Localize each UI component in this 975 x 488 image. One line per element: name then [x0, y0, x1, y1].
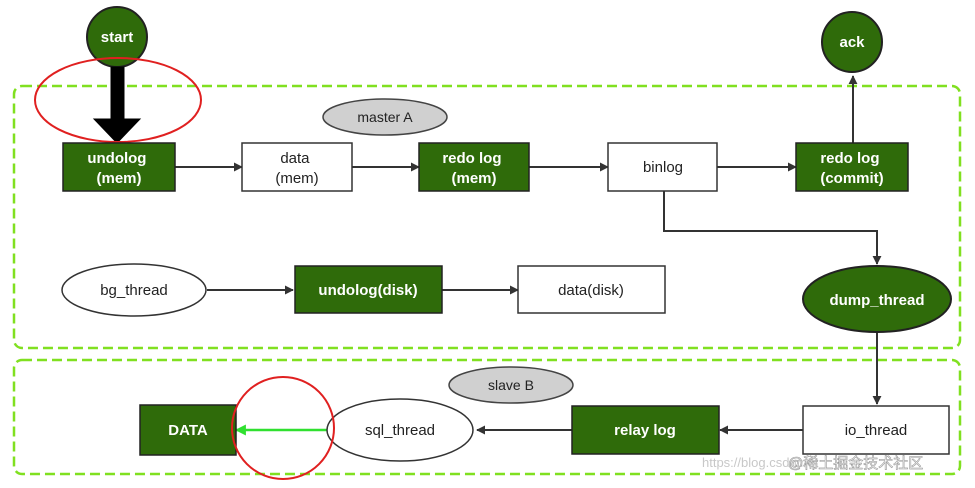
highlight-circle-start — [34, 57, 202, 143]
slave-label-oval — [448, 366, 574, 404]
undolog-mem-box — [62, 142, 176, 192]
master-label: master A — [357, 109, 413, 125]
master-region — [12, 84, 962, 350]
ack-label: ack — [839, 34, 865, 51]
master-label-oval — [322, 98, 448, 136]
watermark-url: https://blog.csdn.net — [702, 455, 819, 470]
undolog-disk-label: undolog(disk) — [318, 282, 417, 299]
data-box — [139, 404, 237, 456]
redo-commit-label: redo log (commit) — [820, 150, 883, 187]
data-disk-box — [517, 265, 666, 314]
undolog-disk-box — [294, 265, 443, 314]
binlog-label: binlog — [643, 159, 683, 176]
start-label: start — [101, 29, 134, 46]
ack-node — [821, 11, 883, 73]
undolog-mem-label: undolog (mem) — [87, 150, 150, 187]
redo-commit-box — [795, 142, 909, 192]
data-mem-box — [241, 142, 353, 192]
binlog-box — [607, 142, 718, 192]
highlight-circle-data — [231, 376, 335, 480]
start-thick-arrow — [92, 66, 142, 144]
bg-thread-label: bg_thread — [100, 282, 168, 299]
relay-log-label: relay log — [614, 422, 676, 439]
relay-log-box — [571, 405, 720, 455]
data-label: DATA — [168, 422, 208, 439]
dump-thread-label: dump_thread — [829, 292, 924, 309]
dump-thread-node — [802, 265, 952, 333]
arrow-binlog-to-dump — [663, 191, 882, 265]
data-disk-label: data(disk) — [558, 282, 624, 299]
redo-mem-label: redo log (mem) — [442, 150, 505, 187]
watermark-site: @稀土掘金技术社区 — [788, 455, 923, 472]
data-mem-label: data (mem) — [275, 150, 318, 187]
redo-mem-box — [418, 142, 530, 192]
sql-thread-node — [326, 398, 474, 462]
slave-region — [12, 358, 962, 476]
sql-thread-label: sql_thread — [365, 422, 435, 439]
bg-thread-node — [61, 263, 207, 317]
io-thread-label: io_thread — [845, 422, 908, 439]
io-thread-box — [802, 405, 950, 455]
slave-label: slave B — [488, 377, 534, 393]
